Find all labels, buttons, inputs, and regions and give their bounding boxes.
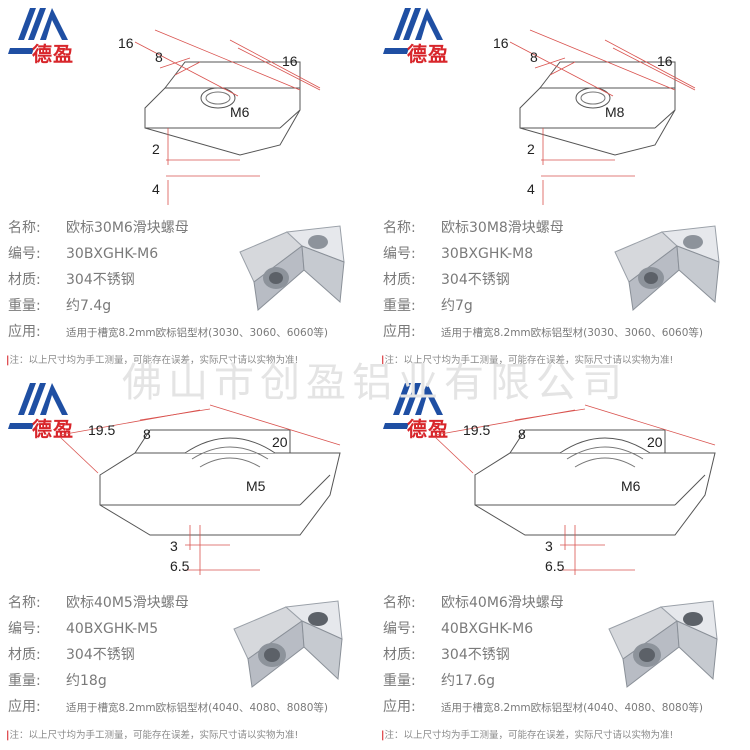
spec-row-code: 编号:30BXGHK-M6	[8, 246, 159, 262]
dim-width: 20	[272, 434, 288, 450]
dim-width: 16	[657, 53, 673, 69]
dim-overall: 16	[493, 35, 509, 51]
spec-row-code: 编号:30BXGHK-M8	[383, 246, 534, 262]
brand-logo	[383, 8, 443, 54]
dim-slot: 8	[143, 426, 151, 442]
spec-row-application: 应用:适用于槽宽8.2mm欧标铝型材(4040、4080、8080等)	[383, 699, 704, 715]
brand-logo-text: 德盈	[32, 417, 74, 441]
disclaimer-note: |注：以上尺寸均为手工测量，可能存在误差，实际尺寸请以实物为准!	[381, 730, 674, 741]
dim-slot: 8	[518, 426, 526, 442]
product-card-40m6: 德盈 19.5 8 20 M6 3 6.5 名称:欧标40M6滑块螺母 编号:4…	[375, 375, 750, 750]
spec-row-material: 材质:304不锈钢	[8, 647, 135, 663]
dimension-drawing: 16 8 16 M8 2 4	[493, 29, 696, 205]
spec-row-application: 应用:适用于槽宽8.2mm欧标铝型材(3030、3060、6060等)	[8, 324, 329, 340]
spec-row-weight: 重量:约17.6g	[383, 673, 496, 689]
product-card-30m6: 德盈 16 8 16 M6 2 4 名称:欧标30M6滑块螺母 编号:30BXG…	[0, 0, 375, 375]
dim-h1: 3	[545, 538, 553, 554]
disclaimer-note: |注：以上尺寸均为手工测量，可能存在误差，实际尺寸请以实物为准!	[6, 355, 299, 366]
dimension-drawing: 16 8 16 M6 2 4	[118, 29, 321, 205]
spec-row-weight: 重量:约18g	[8, 673, 107, 689]
spec-row-material: 材质:304不锈钢	[8, 272, 135, 288]
spec-row-weight: 重量:约7g	[383, 298, 473, 314]
dim-overall: 19.5	[463, 422, 490, 438]
brand-logo-text: 德盈	[407, 42, 449, 66]
dim-thread: M8	[605, 104, 625, 120]
dim-h2: 6.5	[170, 558, 190, 574]
spec-row-material: 材质:304不锈钢	[383, 272, 510, 288]
spec-row-code: 编号:40BXGHK-M5	[8, 621, 159, 637]
spec-row-name: 名称:欧标30M8滑块螺母	[383, 220, 564, 236]
dim-thread: M6	[230, 104, 250, 120]
dim-slot: 8	[530, 49, 538, 65]
brand-logo-text: 德盈	[32, 42, 74, 66]
product-photo	[614, 225, 720, 311]
dim-h2: 6.5	[545, 558, 565, 574]
product-photo	[239, 225, 345, 311]
brand-logo-text: 德盈	[407, 417, 449, 441]
brand-logo	[8, 383, 68, 429]
brand-logo	[8, 8, 68, 54]
brand-logo	[383, 383, 443, 429]
spec-row-code: 编号:40BXGHK-M6	[383, 621, 534, 637]
product-photo	[608, 600, 718, 688]
dimension-drawing: 19.5 8 20 M6 3 6.5	[434, 404, 716, 575]
spec-list: 名称:欧标40M6滑块螺母 编号:40BXGHK-M6 材质:304不锈钢 重量…	[383, 590, 703, 721]
spec-list: 名称:欧标30M8滑块螺母 编号:30BXGHK-M8 材质:304不锈钢 重量…	[383, 215, 703, 346]
dim-h2: 4	[152, 181, 160, 197]
dim-thread: M5	[246, 478, 266, 494]
dim-h1: 2	[152, 141, 160, 157]
product-card-30m8: 德盈 16 8 16 M8 2 4 名称:欧标30M8滑块螺母 编号:30BXG…	[375, 0, 750, 375]
product-photo	[233, 600, 343, 688]
disclaimer-note: |注：以上尺寸均为手工测量，可能存在误差，实际尺寸请以实物为准!	[6, 730, 299, 741]
dimension-drawing: 19.5 8 20 M5 3 6.5	[59, 404, 341, 575]
spec-row-weight: 重量:约7.4g	[8, 298, 112, 314]
spec-row-name: 名称:欧标40M5滑块螺母	[8, 595, 189, 611]
dim-h1: 3	[170, 538, 178, 554]
spec-row-name: 名称:欧标40M6滑块螺母	[383, 595, 564, 611]
spec-row-material: 材质:304不锈钢	[383, 647, 510, 663]
spec-row-application: 应用:适用于槽宽8.2mm欧标铝型材(3030、3060、6060等)	[383, 324, 704, 340]
product-card-40m5: 德盈 19.5 8 20 M5 3 6.5 名称:欧标40M5滑块螺母 编号:4…	[0, 375, 375, 750]
dim-width: 20	[647, 434, 663, 450]
dim-slot: 8	[155, 49, 163, 65]
dim-h1: 2	[527, 141, 535, 157]
spec-row-name: 名称:欧标30M6滑块螺母	[8, 220, 189, 236]
dim-overall: 16	[118, 35, 134, 51]
dim-overall: 19.5	[88, 422, 115, 438]
dim-thread: M6	[621, 478, 641, 494]
dim-h2: 4	[527, 181, 535, 197]
disclaimer-note: |注：以上尺寸均为手工测量，可能存在误差，实际尺寸请以实物为准!	[381, 355, 674, 366]
spec-list: 名称:欧标30M6滑块螺母 编号:30BXGHK-M6 材质:304不锈钢 重量…	[8, 215, 328, 346]
spec-list: 名称:欧标40M5滑块螺母 编号:40BXGHK-M5 材质:304不锈钢 重量…	[8, 590, 328, 721]
spec-row-application: 应用:适用于槽宽8.2mm欧标铝型材(4040、4080、8080等)	[8, 699, 329, 715]
dim-width: 16	[282, 53, 298, 69]
